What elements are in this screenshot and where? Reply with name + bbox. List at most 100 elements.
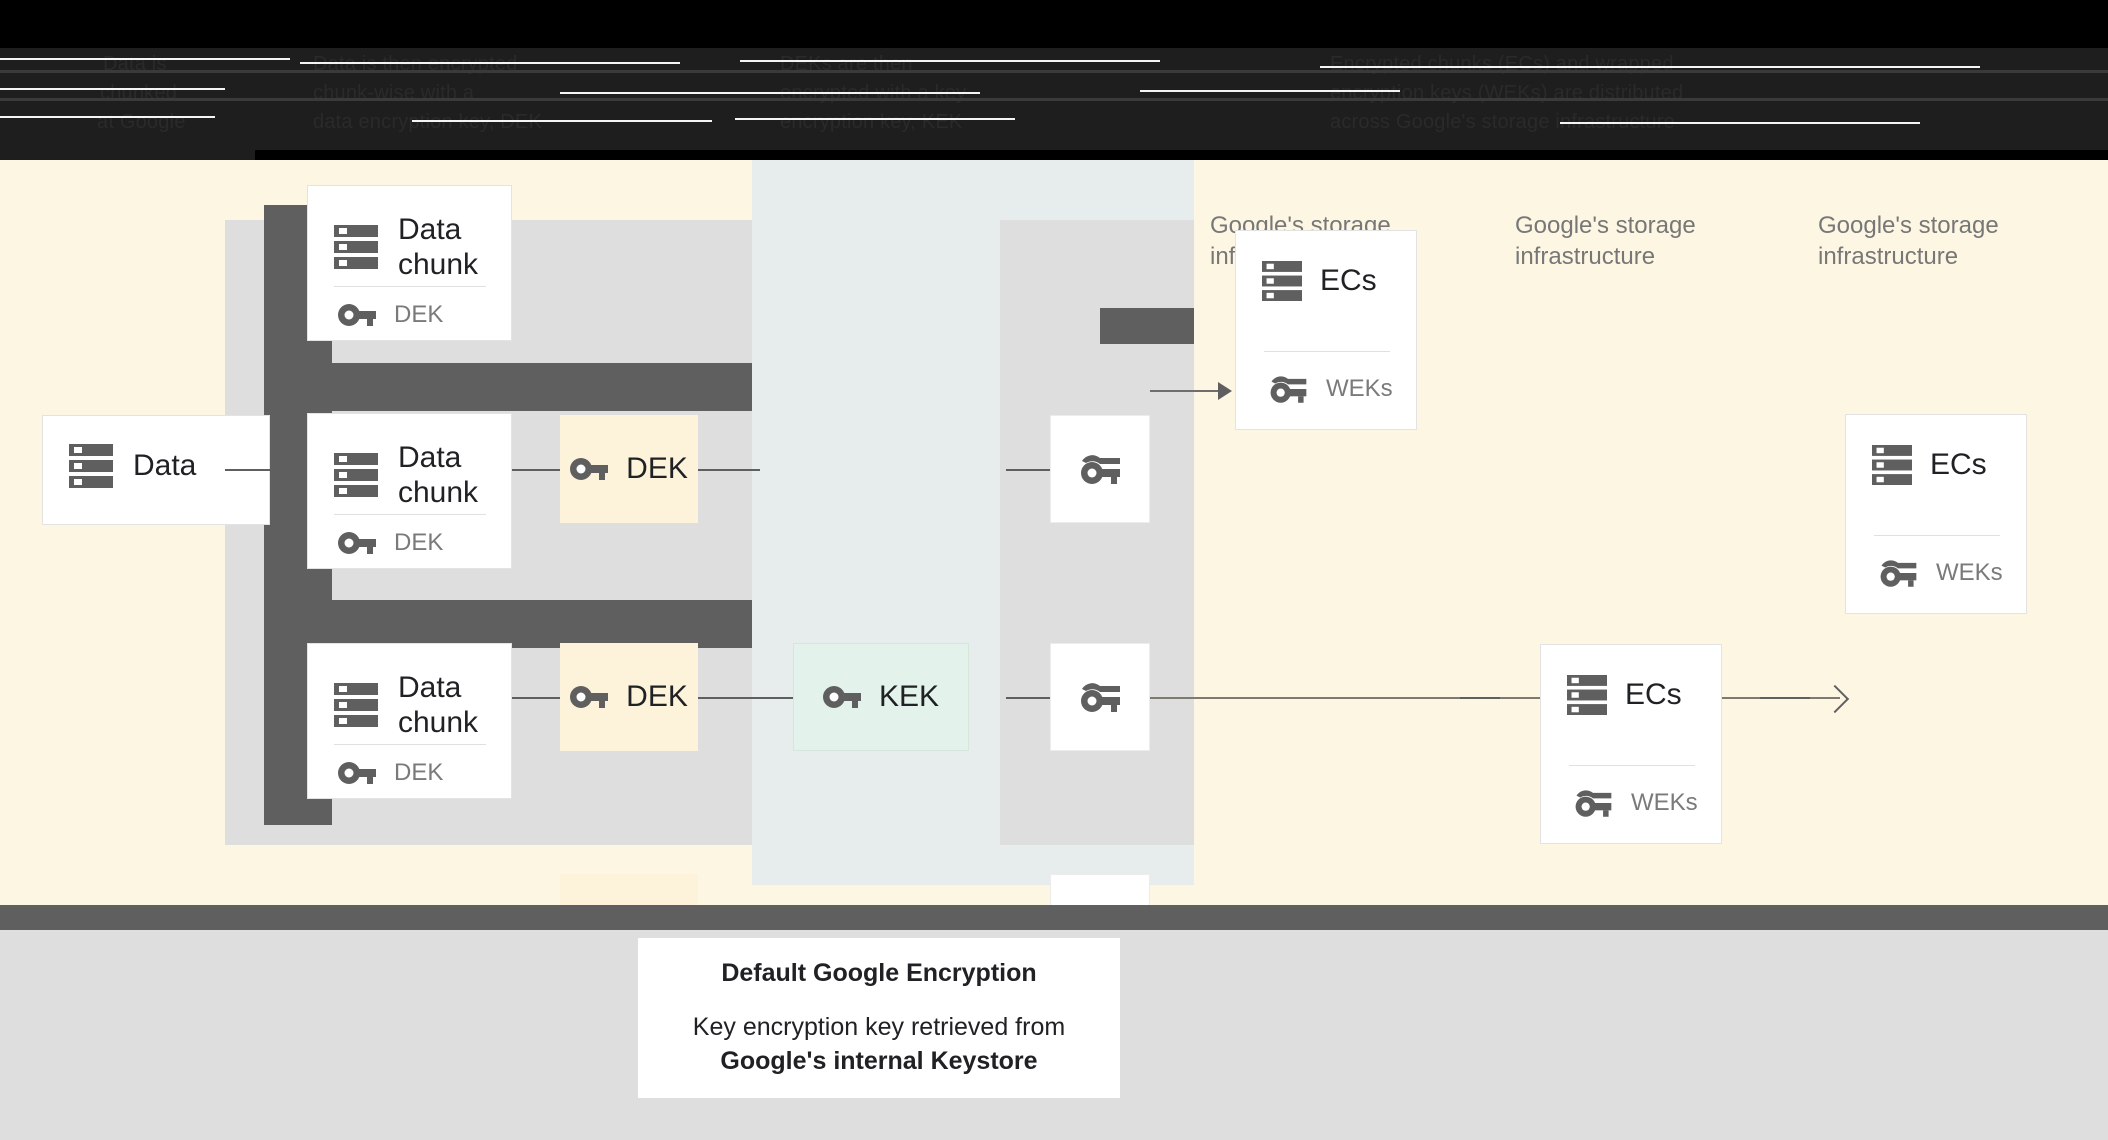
server-icon <box>334 451 378 499</box>
card-storage-label: ECs <box>1320 264 1377 297</box>
header-text-line: data encryption key, DEK <box>313 111 542 133</box>
server-icon <box>1567 673 1607 717</box>
caption-body: Key encryption key retrieved from Google… <box>693 1010 1065 1078</box>
chip-dek-label: DEK <box>626 680 688 713</box>
bracket-arm-wek-1 <box>1100 308 1194 344</box>
bracket-arm-1 <box>264 363 752 411</box>
card-storage-label: ECs <box>1930 448 1987 481</box>
card-chunk-key-row: DEK <box>338 301 443 329</box>
arrow-head-storage-right <box>1820 684 1850 714</box>
footer-bar <box>0 905 2108 930</box>
card-storage-key-label: WEKs <box>1936 559 2003 586</box>
connector-chunk1-to-dek1 <box>512 469 560 471</box>
key-icon <box>338 761 376 785</box>
key-icon <box>338 531 376 555</box>
caption-card: Default Google Encryption Key encryption… <box>638 938 1120 1098</box>
header-text-line: Data is <box>103 53 167 75</box>
connector-dek1-right <box>698 469 760 471</box>
chip-kek-label: KEK <box>878 680 940 713</box>
chip-wek-1[interactable] <box>1050 415 1150 523</box>
connector-data-to-chunks <box>225 469 332 471</box>
card-data-chunk-2[interactable]: Data chunk DEK <box>307 413 512 569</box>
card-chunk-header: Data chunk <box>308 644 511 740</box>
card-divider <box>1264 351 1390 352</box>
caption-body-line1: Key encryption key retrieved from <box>692 1012 1066 1041</box>
key-icon <box>822 685 861 709</box>
server-icon <box>1872 443 1912 487</box>
header-text-line: at Google <box>97 111 186 133</box>
card-chunk-label: Data chunk <box>398 671 479 739</box>
card-data-header: Data <box>43 416 269 490</box>
card-chunk-key-label: DEK <box>394 529 444 556</box>
card-storage-3[interactable]: ECs WEKs <box>1540 644 1722 844</box>
header-text-line: chunk-wise with a <box>313 82 475 104</box>
server-icon <box>334 681 378 729</box>
card-chunk-key-row: DEK <box>338 759 443 787</box>
card-storage-1[interactable]: ECs WEKs <box>1235 230 1417 430</box>
card-chunk-key-label: DEK <box>394 301 444 328</box>
server-icon <box>1262 259 1302 303</box>
card-storage-header: ECs <box>1236 231 1416 303</box>
card-divider <box>1569 765 1695 766</box>
infra-label-2: Google's storage infrastructure <box>1515 212 1696 270</box>
card-data-chunk-3[interactable]: Data chunk DEK <box>307 643 512 799</box>
card-storage-key-row: WEKs <box>1266 375 1393 403</box>
double-key-icon <box>1076 454 1124 484</box>
card-storage-label: ECs <box>1625 678 1682 711</box>
card-chunk-key-label: DEK <box>394 759 444 786</box>
connector-to-wek-1 <box>1006 469 1050 471</box>
card-divider <box>334 514 486 515</box>
card-divider <box>1874 535 2000 536</box>
arrow-head-storage-1 <box>1218 382 1232 400</box>
header-text-line: encryption key, KEK <box>780 111 963 133</box>
card-data-label: Data <box>133 449 197 482</box>
server-icon <box>69 442 113 490</box>
double-key-icon <box>1571 789 1615 817</box>
card-storage-key-row: WEKs <box>1571 789 1698 817</box>
connector-wek1-to-storage <box>1150 390 1222 392</box>
card-storage-key-label: WEKs <box>1326 375 1393 402</box>
key-icon <box>338 303 376 327</box>
header-text-line: Data is then encrypted <box>313 53 518 75</box>
card-storage-key-row: WEKs <box>1876 559 2003 587</box>
header-bottom-band <box>255 150 2108 160</box>
key-icon <box>570 685 609 709</box>
chip-dek-1[interactable]: DEK <box>560 415 698 523</box>
header-text-line: encryption keys (WEKs) are distributed <box>1330 82 1684 104</box>
chip-dek-label: DEK <box>626 452 688 485</box>
double-key-icon <box>1076 682 1124 712</box>
infra-label-3: Google's storage infrastructure <box>1818 212 1999 270</box>
card-chunk-label: Data chunk <box>398 213 479 281</box>
connector-segment <box>1760 697 1810 699</box>
chip-dek-2[interactable]: DEK <box>560 643 698 751</box>
card-storage-header: ECs <box>1846 415 2026 487</box>
key-icon <box>570 457 609 481</box>
card-chunk-header: Data chunk <box>308 186 511 282</box>
header-text-line: chunked <box>100 82 178 104</box>
card-divider <box>334 744 486 745</box>
double-key-icon <box>1876 559 1920 587</box>
server-icon <box>334 223 378 271</box>
chip-wek-2[interactable] <box>1050 643 1150 751</box>
card-chunk-label: Data chunk <box>398 441 479 509</box>
card-data-chunk-1[interactable]: Data chunk DEK <box>307 185 512 341</box>
double-key-icon <box>1266 375 1310 403</box>
header-text-line: Encrypted chunks (ECs) and wrapped <box>1330 53 1674 75</box>
caption-body-line2: Google's internal Keystore <box>720 1046 1038 1075</box>
card-chunk-header: Data chunk <box>308 414 511 510</box>
card-storage-key-label: WEKs <box>1631 789 1698 816</box>
bracket-arm-2 <box>264 600 752 648</box>
caption-title: Default Google Encryption <box>721 958 1037 987</box>
header-text-line: DEKs are then <box>780 53 913 75</box>
header-region: Data is chunked at Google Data is then e… <box>0 0 2108 160</box>
chip-kek[interactable]: KEK <box>793 643 969 751</box>
connector-segment <box>1460 697 1500 699</box>
connector-dek2-to-kek <box>698 697 793 699</box>
card-storage-header: ECs <box>1541 645 1721 717</box>
diagram-canvas: Data Data chunk <box>0 160 2108 982</box>
card-chunk-key-row: DEK <box>338 529 443 557</box>
connector-kek-to-wek-2 <box>1006 697 1050 699</box>
card-storage-2[interactable]: ECs WEKs <box>1845 414 2027 614</box>
connector-chunk2-to-dek2 <box>512 697 560 699</box>
